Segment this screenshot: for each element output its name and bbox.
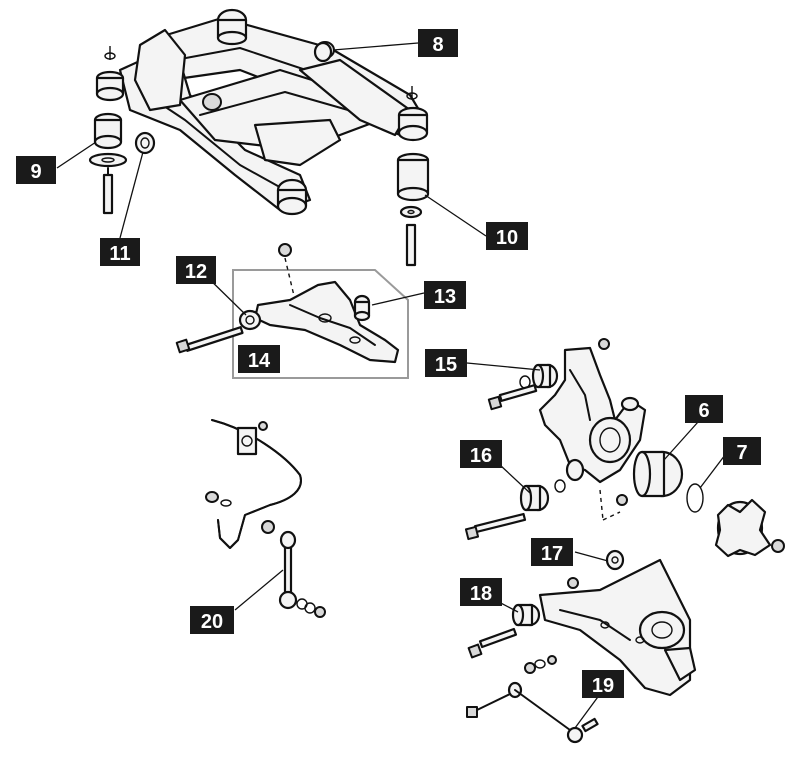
callout-7: 7 [723, 437, 761, 465]
part-11-bushing [134, 131, 156, 155]
callout-12: 12 [176, 256, 216, 284]
callout-17-label: 17 [541, 543, 563, 565]
hub-carrier-assembly [464, 338, 785, 558]
callout-13: 13 [424, 281, 466, 309]
callout-10-label: 10 [496, 227, 518, 249]
rear-subframe [95, 8, 429, 216]
callout-7-label: 7 [736, 442, 747, 464]
callout-9: 9 [16, 156, 56, 184]
callout-6: 6 [685, 395, 723, 423]
callout-20-label: 20 [201, 611, 223, 633]
anti-roll-bar-assembly [205, 419, 326, 618]
leader-lines [56, 42, 726, 729]
part-9-subframe-mount [88, 112, 128, 215]
callout-6-label: 6 [698, 400, 709, 422]
callout-14-label: 14 [248, 350, 271, 372]
callout-11-label: 11 [109, 243, 130, 265]
callout-11: 11 [100, 238, 140, 266]
callout-8: 8 [418, 29, 458, 57]
part-10-subframe-mount [396, 152, 430, 267]
callout-10: 10 [486, 222, 528, 250]
callout-12-label: 12 [185, 261, 207, 283]
callout-17: 17 [531, 538, 573, 566]
callout-8-label: 8 [432, 34, 443, 56]
callout-19: 19 [582, 670, 624, 698]
callout-16-label: 16 [470, 445, 492, 467]
lower-arm-assembly [175, 243, 409, 379]
part-8-bushing [313, 41, 333, 63]
callout-15: 15 [425, 349, 467, 377]
callout-18: 18 [460, 578, 502, 606]
callout-13-label: 13 [434, 286, 456, 308]
callout-18-label: 18 [470, 583, 492, 605]
callout-20: 20 [190, 606, 234, 634]
callout-19-label: 19 [592, 675, 614, 697]
trailing-arm-assembly [466, 549, 697, 744]
callout-9-label: 9 [30, 161, 41, 183]
callout-16: 16 [460, 440, 502, 468]
callout-15-label: 15 [435, 354, 457, 376]
callout-14: 14 [238, 345, 280, 373]
